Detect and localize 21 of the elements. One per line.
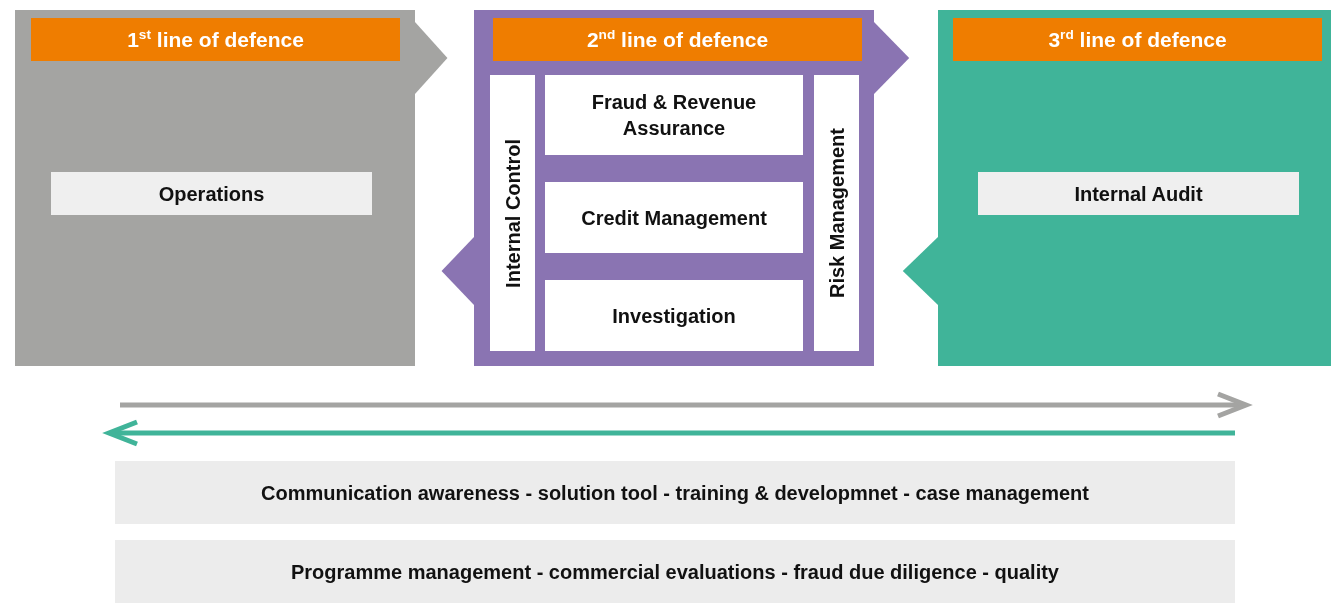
- defence-panel: [15, 10, 415, 366]
- activity-bar: Communication awareness - solution tool - training & developmnet - case management: [115, 461, 1235, 524]
- box-label: Internal Control: [500, 138, 525, 288]
- defence-panel: [938, 10, 1331, 366]
- chevron-arrow: [441, 237, 474, 305]
- function-box: Fraud & Revenue Assurance: [545, 75, 803, 155]
- panel-heading: 3$^{rd}$ line of defence: [953, 18, 1322, 61]
- panel-heading: 2$^{nd}$ line of defence: [493, 18, 862, 61]
- panel-heading: 1$^{st}$ line of defence: [31, 18, 400, 61]
- chevron-arrow: [902, 237, 938, 305]
- function-box: Credit Management: [545, 182, 803, 253]
- defence-panel: [474, 10, 874, 366]
- box-label: Risk Management: [824, 127, 849, 299]
- activity-bar: Programme management - commercial evaluations - fraud due diligence - quality: [115, 540, 1235, 603]
- function-box: Internal Audit: [978, 172, 1299, 215]
- vertical-label-box: [814, 75, 859, 351]
- chevron-arrow: [874, 22, 910, 94]
- chevron-arrow: [415, 22, 448, 94]
- vertical-label-box: [490, 75, 535, 351]
- function-box: Operations: [51, 172, 372, 215]
- function-box: Investigation: [545, 280, 803, 351]
